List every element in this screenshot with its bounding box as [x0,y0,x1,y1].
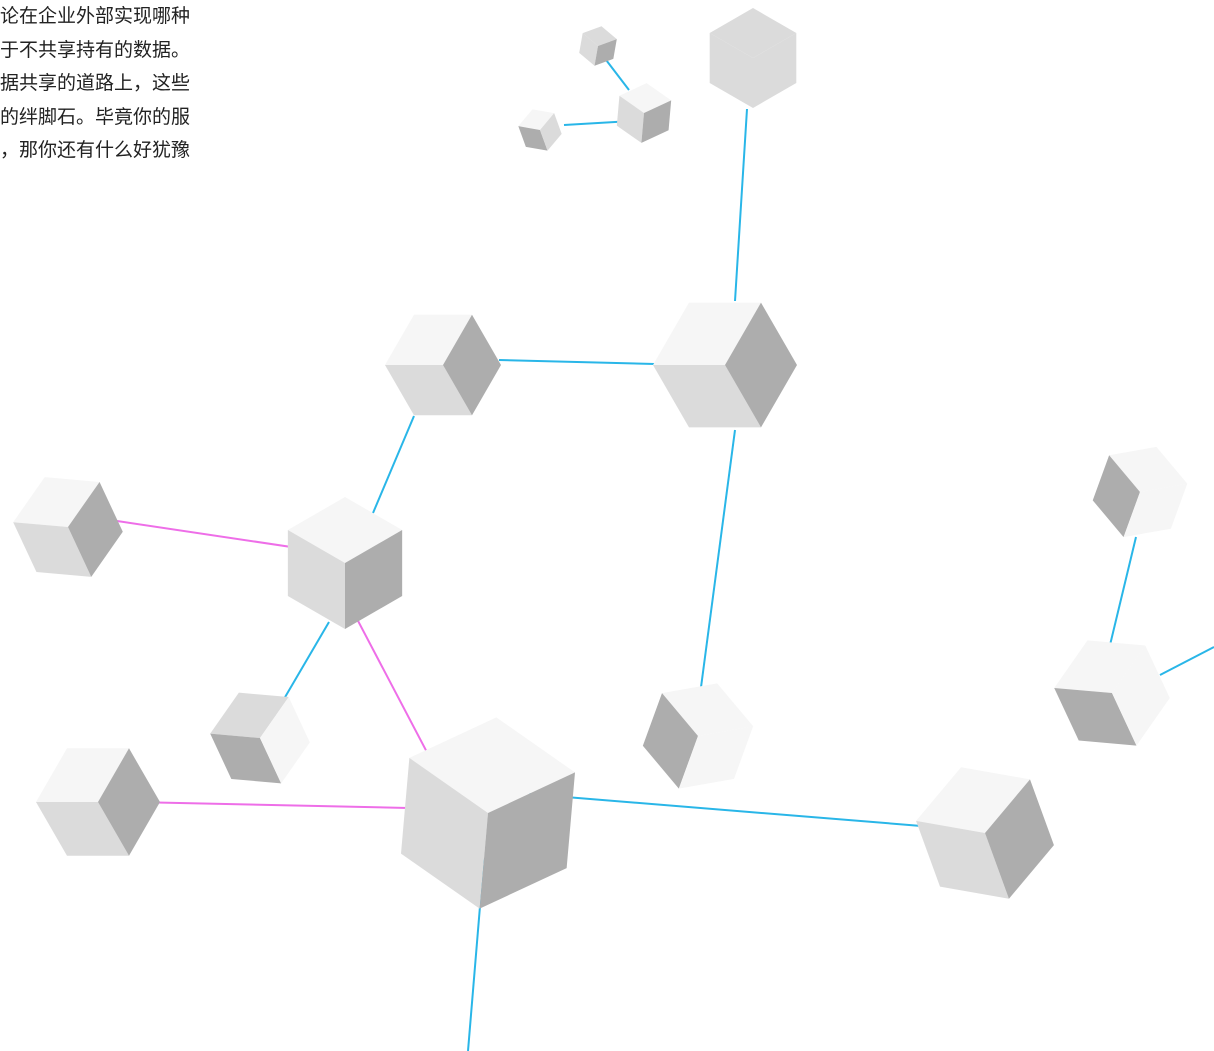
cube-tiny-top-a [579,26,617,66]
links-layer [116,51,1214,1051]
connector-line-blue [734,108,748,302]
cube-face-right [443,314,501,416]
cube-top-right [709,8,797,108]
intro-text-line: ，那你还有什么好犹豫 [0,139,191,161]
cube-face-right [1112,645,1170,746]
cube-face-right [753,33,797,108]
cube-face-top [709,8,797,58]
cube-face-right [260,697,310,784]
cube-face-top [409,717,576,813]
cube-small-lower-left [210,692,310,784]
cube-bottom-center-largest [400,717,576,909]
cube-face-top [662,683,754,736]
cube-face-right [479,772,576,909]
cube-face-left [518,126,548,151]
intro-text-line: 于不共享持有的数据。 [0,38,191,61]
connector-line-blue [528,793,947,829]
connector-line-blue [1159,646,1214,676]
cube-face-right [678,726,754,789]
connector-line-magenta [116,520,319,552]
cube-face-right [725,302,797,428]
cube-face-top [385,314,472,365]
connector-line-blue [697,429,736,711]
cube-face-left [13,522,92,577]
cube-face-right [98,748,160,856]
cube-face-right [641,100,672,143]
intro-text-line: 论在企业外部实现哪种 [0,5,191,27]
cube-face-top [582,26,617,46]
cube-face-left [1092,455,1140,538]
cube-face-left [653,364,761,428]
cube-face-top [36,748,129,802]
connector-line-blue [372,415,415,514]
cube-face-top [1109,446,1188,492]
cube-face-top [653,302,761,365]
cube-face-left [616,95,644,143]
cube-mid-left [385,314,501,416]
cube-face-right [594,39,617,66]
cube-face-top [1054,640,1146,693]
connector-line-magenta [345,597,441,778]
cube-face-top [13,477,100,527]
cube-face-left [210,733,282,784]
cube-face-top [210,692,289,738]
cube-face-left [1054,687,1137,746]
cube-face-left [287,530,345,629]
cube-right-edge-top [1092,446,1188,538]
cube-far-left [13,477,123,577]
cube-small-top-center [616,83,672,143]
cube-face-top [518,109,555,130]
cube-tiny-top-b [518,109,562,151]
cube-face-left [36,801,129,856]
cube-bottom-right [916,767,1054,899]
cube-bottom-left [36,748,160,856]
cube-face-left [916,820,1009,899]
cube-face-top [916,767,1030,833]
cube-right-edge-bottom [1054,640,1170,746]
cube-face-right [345,530,403,629]
intro-text: 论在企业外部实现哪种 于不共享持有的数据。 据共享的道路上，这些 的绊脚石。毕竟… [0,0,300,168]
cube-face-left [709,33,753,108]
cube-face-left [579,33,598,66]
cube-face-left [400,757,488,909]
cube-face-left [385,364,472,416]
cube-mid-center-large [653,302,797,428]
intro-text-line: 的绊脚石。毕竟你的服 [0,105,191,128]
cube-face-left [642,693,698,789]
connector-line-magenta [132,801,409,809]
cube-left-center [287,497,403,629]
intro-text-line: 据共享的道路上，这些 [0,72,191,94]
cube-face-top [619,83,672,113]
cubes-layer [13,8,1188,909]
cube-face-right [540,113,562,151]
cube-face-right [68,481,123,577]
cube-lower-right-center [642,683,754,789]
cube-face-right [1123,483,1188,538]
cube-face-right [985,779,1054,899]
